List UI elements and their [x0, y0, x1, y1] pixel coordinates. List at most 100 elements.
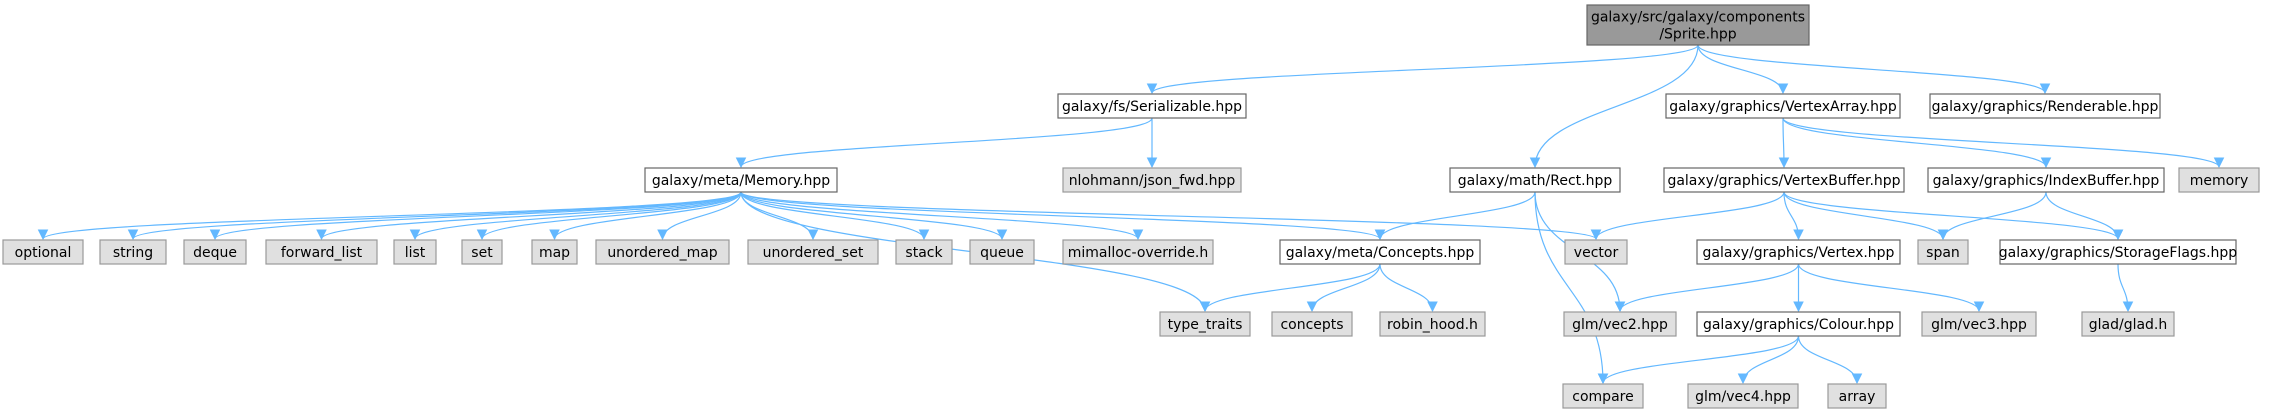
edge-memory_meta-to-unordered_set: [740, 191, 819, 241]
node-concepts_meta[interactable]: galaxy/meta/Concepts.hpp: [1279, 239, 1481, 265]
edge-sprite-to-renderable: [1697, 44, 2051, 95]
edge-serializable-to-memory_meta: [735, 117, 1153, 169]
node-unordered_set: unordered_set: [747, 239, 879, 265]
node-label: galaxy/graphics/VertexArray.hpp: [1669, 99, 1897, 115]
node-label: type_traits: [1168, 317, 1243, 333]
node-rect[interactable]: galaxy/math/Rect.hpp: [1449, 167, 1621, 193]
node-box: [1663, 167, 1905, 193]
edge-vertexbuffer-to-storageflags: [1783, 191, 2124, 241]
node-label: map: [539, 245, 570, 261]
edge-memory_meta-to-unordered_map: [657, 191, 742, 241]
node-label: glm/vec4.hpp: [1695, 389, 1791, 405]
edge-vertexbuffer-to-vertex: [1783, 191, 1804, 241]
edge-vertexarray-to-memory: [1782, 117, 2225, 169]
node-glad: glad/glad.h: [2081, 311, 2175, 337]
edge-memory_meta-to-string: [127, 191, 742, 241]
node-renderable[interactable]: galaxy/graphics/Renderable.hpp: [1929, 93, 2161, 119]
node-label: galaxy/graphics/IndexBuffer.hpp: [1933, 173, 2160, 189]
node-label: compare: [1572, 389, 1633, 405]
node-box: [99, 239, 167, 265]
node-set: set: [461, 239, 503, 265]
node-vertex[interactable]: galaxy/graphics/Vertex.hpp: [1696, 239, 1901, 265]
edge-memory_meta-to-list: [409, 191, 742, 241]
node-label: galaxy/meta/Concepts.hpp: [1286, 245, 1475, 261]
node-box: [1929, 93, 2161, 119]
edge-indexbuffer-to-span: [1937, 191, 2047, 241]
node-label: unordered_set: [763, 245, 864, 261]
node-box: [1564, 239, 1628, 265]
node-label: galaxy/graphics/Renderable.hpp: [1932, 99, 2159, 115]
node-label: galaxy/graphics/Vertex.hpp: [1703, 245, 1895, 261]
edge-sprite-to-vertexarray: [1697, 44, 1789, 95]
edge-sprite-to-serializable: [1146, 44, 1699, 95]
node-storageflags[interactable]: galaxy/graphics/StorageFlags.hpp: [1999, 239, 2237, 265]
node-label: list: [405, 245, 426, 261]
edge-vertex-to-vec2: [1614, 263, 1800, 313]
node-box: [1586, 4, 1810, 46]
node-vertexbuffer[interactable]: galaxy/graphics/VertexBuffer.hpp: [1663, 167, 1905, 193]
node-label: galaxy/meta/Memory.hpp: [652, 173, 830, 189]
edge-rect-to-concepts_meta: [1374, 191, 1536, 241]
node-box: [1159, 311, 1251, 337]
node-label: glad/glad.h: [2089, 317, 2168, 333]
edge-memory_meta-to-optional: [37, 191, 742, 241]
node-label: galaxy/fs/Serializable.hpp: [1062, 99, 1242, 115]
node-box: [1379, 311, 1486, 337]
node-vector: vector: [1564, 239, 1628, 265]
node-label: unordered_map: [607, 245, 717, 261]
node-robin_hood: robin_hood.h: [1379, 311, 1486, 337]
edge-vertexbuffer-to-span: [1783, 191, 1949, 241]
node-label: deque: [193, 245, 237, 261]
node-indexbuffer[interactable]: galaxy/graphics/IndexBuffer.hpp: [1927, 167, 2165, 193]
node-label: concepts: [1280, 317, 1343, 333]
node-label: galaxy/graphics/Colour.hpp: [1703, 317, 1894, 333]
edge-memory_meta-to-queue: [740, 191, 1008, 241]
node-deque: deque: [183, 239, 247, 265]
node-box: [1279, 239, 1481, 265]
node-label: stack: [905, 245, 943, 261]
edge-colour-to-vec4: [1737, 335, 1800, 385]
node-box: [1057, 93, 1247, 119]
edge-memory_meta-to-stack: [740, 191, 930, 241]
edge-memory_meta-to-concepts_meta: [740, 191, 1386, 241]
node-label: span: [1926, 245, 1960, 261]
edge-memory_meta-to-vector: [740, 191, 1602, 241]
node-memory: memory: [2178, 167, 2260, 193]
node-sprite[interactable]: galaxy/src/galaxy/components/Sprite.hpp: [1586, 4, 1810, 46]
node-label: galaxy/graphics/StorageFlags.hpp: [1999, 245, 2237, 261]
node-unordered_map: unordered_map: [595, 239, 730, 265]
node-optional: optional: [2, 239, 84, 265]
node-box: [1917, 239, 1969, 265]
node-box: [1827, 383, 1887, 409]
edge-concepts_meta-to-robin_hood: [1379, 263, 1438, 313]
node-label: galaxy/graphics/VertexBuffer.hpp: [1667, 173, 1900, 189]
node-colour[interactable]: galaxy/graphics/Colour.hpp: [1696, 311, 1901, 337]
node-box: [461, 239, 503, 265]
edge-sprite-to-rect: [1529, 44, 1699, 169]
edge-memory_meta-to-set: [476, 191, 742, 241]
node-box: [895, 239, 953, 265]
node-box: [1921, 311, 2037, 337]
node-span: span: [1917, 239, 1969, 265]
node-box: [1665, 93, 1901, 119]
node-compare: compare: [1562, 383, 1644, 409]
node-box: [644, 167, 838, 193]
node-label: string: [113, 245, 153, 261]
edge-indexbuffer-to-storageflags: [2045, 191, 2124, 241]
nodes-layer: galaxy/src/galaxy/components/Sprite.hpp g…: [2, 4, 2260, 409]
node-box: [1927, 167, 2165, 193]
node-memory_meta[interactable]: galaxy/meta/Memory.hpp: [644, 167, 838, 193]
node-box: [969, 239, 1035, 265]
node-label: set: [471, 245, 493, 261]
edge-vertex-to-vec3: [1797, 263, 1985, 313]
node-serializable[interactable]: galaxy/fs/Serializable.hpp: [1057, 93, 1247, 119]
node-concepts: concepts: [1271, 311, 1353, 337]
node-stack: stack: [895, 239, 953, 265]
node-label: nlohmann/json_fwd.hpp: [1069, 173, 1236, 189]
node-array: array: [1827, 383, 1887, 409]
node-label: optional: [15, 245, 72, 261]
node-forward_list: forward_list: [265, 239, 378, 265]
edge-concepts_meta-to-concepts: [1306, 263, 1381, 313]
node-vertexarray[interactable]: galaxy/graphics/VertexArray.hpp: [1665, 93, 1901, 119]
